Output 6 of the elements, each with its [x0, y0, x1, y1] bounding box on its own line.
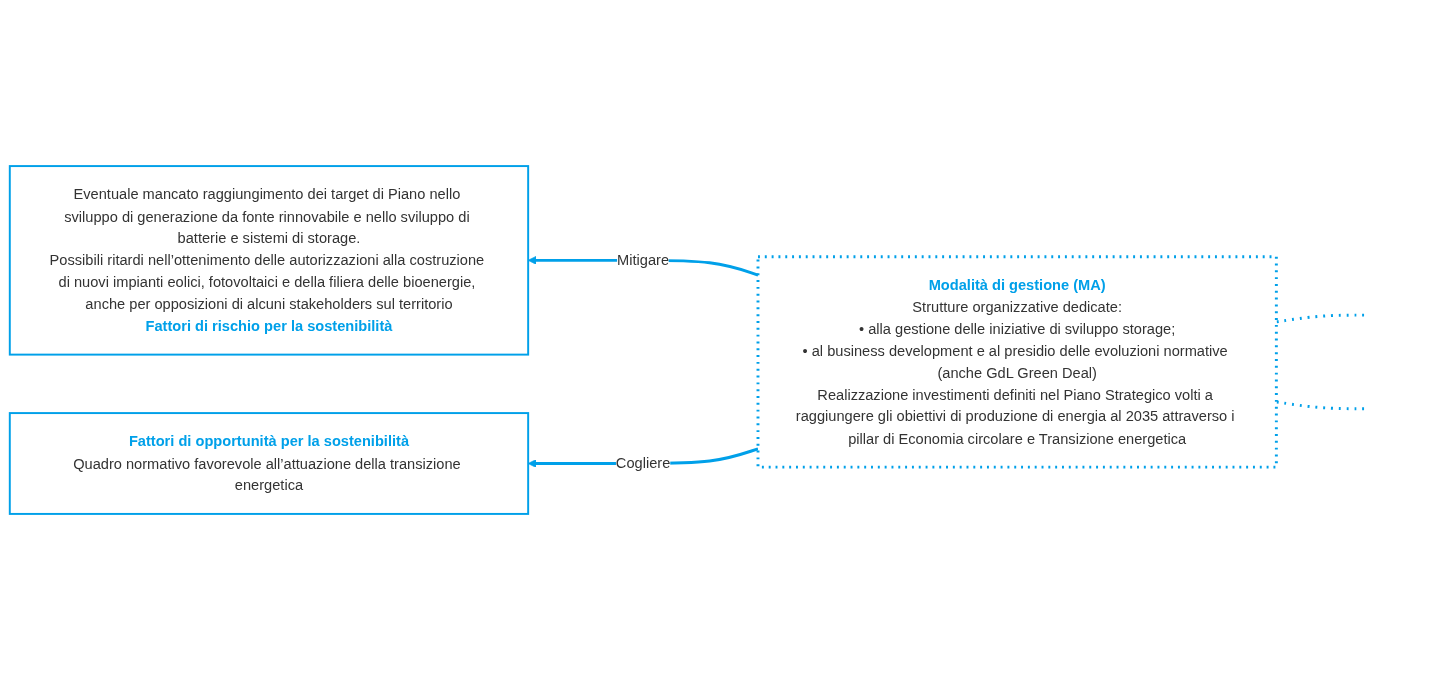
connector	[1276, 400, 1365, 411]
edge-label: Cogliere	[615, 454, 671, 472]
connector	[1276, 313, 1365, 324]
node-box: Fattori di opportunità per la sostenibilità Quadro normativo favorevole all’attuazione della transizione energetica	[8, 412, 530, 515]
edge-label: Mitigare	[617, 251, 670, 268]
node-box: Eventuale mancato raggiungimento dei target di Piano nello sviluppo di generazione da fonte rinnovabile e nello sviluppo di batterie e sistemi di storage. Possibili ritardi nell’ottenimento delle autorizzazioni alla costruzione di nuovi impianti eolici, fotovoltaici e della filiera delle bioenergie, anche per opposizioni di alcuni stakeholders sul territorio Fattori di rischio per la sostenibilità	[8, 165, 530, 356]
